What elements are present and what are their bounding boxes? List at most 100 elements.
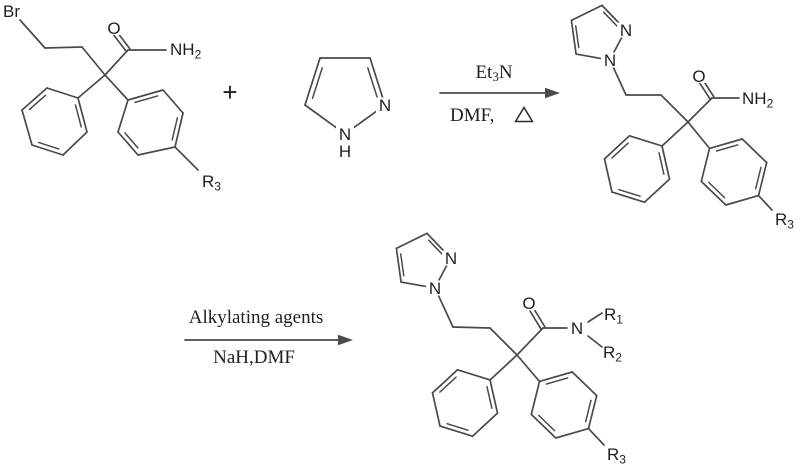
ring-double-bond: [311, 67, 323, 100]
product2-r3-label: R3: [607, 445, 626, 467]
bond: [660, 94, 689, 123]
amide-nh-subscript: 2: [195, 48, 202, 62]
ring-bond: [395, 232, 428, 250]
ring-bond: [431, 368, 459, 394]
product2-r1-label: R1: [604, 305, 623, 327]
et-text: Et: [475, 62, 493, 83]
et3n-reagent-label: Et3N: [475, 62, 512, 84]
label-mask: [691, 69, 707, 83]
ring-bond: [62, 131, 88, 156]
label-mask: [521, 296, 537, 310]
arrow-head: [545, 87, 560, 99]
ring-double-bond: [446, 422, 469, 431]
ring-bond: [530, 413, 557, 439]
reactant-bromide-structure: Br O NH2 R3: [3, 2, 221, 194]
product2-r3-text: R: [607, 445, 619, 464]
bromine-label: Br: [3, 2, 20, 21]
ring-double-bond: [486, 386, 493, 409]
ring-bond: [587, 394, 598, 430]
ring-bond: [127, 89, 164, 101]
label-mask: [568, 321, 586, 337]
bond: [19, 19, 46, 49]
label-mask: [336, 125, 354, 141]
ring-double-bond: [367, 67, 379, 100]
product2-carbonyl-oxygen-label: O: [522, 294, 535, 313]
plus-sign: +: [222, 77, 237, 107]
product2-r2-text: R: [603, 343, 615, 362]
product2-r1-subscript: 1: [616, 313, 623, 327]
label-mask: [106, 21, 122, 35]
double-bond: [533, 308, 546, 328]
dmf-solvent-label: DMF,: [450, 105, 494, 126]
ring-bond: [554, 427, 590, 439]
product2-amide-nitrogen-label: N: [571, 319, 583, 338]
double-bond: [112, 33, 128, 53]
ring-bond: [571, 371, 598, 397]
ring-bond: [538, 371, 574, 383]
ring-double-bond: [134, 95, 159, 104]
ring-bond: [117, 131, 139, 156]
ring-double-bond: [754, 166, 762, 190]
ring-bond: [174, 112, 184, 148]
label-mask: [426, 280, 444, 296]
delta-heat-icon: [514, 106, 534, 123]
bond: [489, 354, 518, 381]
r3-text: R: [202, 172, 214, 191]
bond: [489, 327, 518, 356]
ring-bond: [661, 145, 671, 180]
ring-bond: [628, 134, 663, 147]
bond: [81, 46, 106, 76]
ring-double-bond: [611, 142, 629, 159]
product2-pyrazole-n2-label: N: [445, 249, 457, 268]
pyrazole-n1-label: N: [339, 125, 351, 144]
bond: [516, 354, 541, 383]
ring-bond: [471, 412, 499, 438]
ring-bond: [724, 194, 760, 206]
product1-pyrazole-n2-label: N: [620, 21, 632, 40]
ring-bond: [304, 57, 321, 106]
ring-bond: [611, 191, 646, 204]
ring-double-bond: [439, 376, 457, 393]
amide-nh2-label: NH2: [170, 40, 202, 62]
amide-nh-text: NH: [170, 40, 195, 59]
ring-double-bond: [618, 188, 641, 197]
ring-bond: [570, 4, 603, 22]
bonds-layer: [19, 4, 773, 446]
ring-bond: [162, 89, 184, 114]
bond: [687, 97, 713, 123]
ring-double-bond: [74, 104, 83, 128]
arrow-head: [338, 334, 353, 346]
ring-bond: [741, 138, 768, 164]
carbonyl-oxygen-label: O: [107, 19, 120, 38]
ring-double-bond: [427, 239, 445, 257]
ring-bond: [395, 247, 402, 283]
ring-bond: [21, 109, 33, 146]
ring-bond: [439, 425, 474, 438]
nah-dmf-label: NaH,DMF: [213, 347, 295, 368]
et3n-subscript: 3: [492, 69, 499, 84]
ring-bond: [431, 392, 441, 427]
pyrazole-structure: N H N: [339, 96, 391, 161]
ring-double-bond: [658, 152, 665, 175]
ring-double-bond: [399, 253, 405, 277]
ring-double-bond: [28, 94, 47, 111]
bond: [687, 121, 711, 150]
double-bond: [698, 81, 712, 101]
bond: [587, 427, 605, 446]
alkylating-agents-label: Alkylating agents: [189, 307, 324, 328]
ring-bond: [117, 99, 129, 133]
product2-r3-subscript: 3: [619, 453, 626, 467]
ring-double-bond: [124, 132, 139, 149]
product1-nh-text: NH: [742, 89, 767, 108]
product2-r1-text: R: [604, 305, 616, 324]
ring-double-bond: [602, 11, 620, 29]
product1-pyrazole-n1-label: N: [604, 51, 616, 70]
ring-bond: [46, 87, 79, 99]
bond: [174, 146, 199, 171]
bond: [661, 121, 689, 147]
ring-bond: [369, 57, 386, 106]
ring-bond: [643, 178, 671, 204]
ring-bond: [21, 87, 48, 111]
